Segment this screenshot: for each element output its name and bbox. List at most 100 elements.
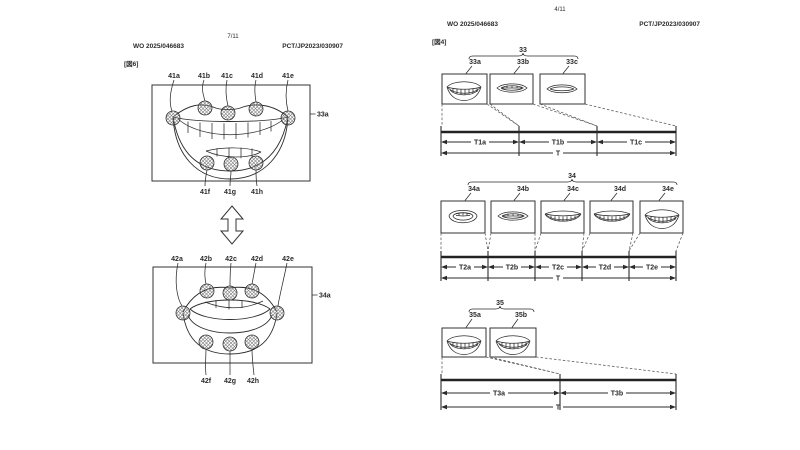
group-ref-label: 33 [519, 47, 527, 54]
right-page-number: 4/11 [554, 7, 566, 13]
timeline-ticks [440, 251, 677, 281]
point-label: 41c [221, 73, 233, 80]
feature-points-41 [165, 100, 296, 172]
group-brace [468, 305, 535, 313]
feature-point-42g [222, 336, 238, 352]
interval-label: T1a [474, 140, 486, 147]
frame-label: 34e [662, 186, 674, 193]
sequence-group-35: 35 35a 35b T3a T3b T [440, 300, 677, 412]
point-label: 42d [251, 256, 263, 263]
feature-point-42f [198, 334, 214, 350]
group-ref-label: 35 [496, 300, 504, 307]
feature-point-41f [199, 155, 215, 171]
frame-box [441, 73, 488, 105]
right-page: 4/11 WO 2025/046683 PCT/JP2023/030907 [図… [432, 7, 700, 412]
frame-label: 35a [469, 312, 481, 319]
mouth-image [496, 83, 528, 93]
right-figure-label: [図4] [432, 37, 446, 46]
point-label: 41e [282, 73, 294, 80]
interval-label: T1c [630, 140, 642, 147]
mouth-image [644, 209, 680, 229]
left-page-number: 7/11 [227, 34, 239, 40]
interval-label: T3b [611, 391, 623, 398]
frame-label: 34c [567, 186, 579, 193]
point-label: 41h [251, 189, 263, 196]
mouth-image [544, 210, 582, 222]
frame-box [440, 200, 486, 234]
left-page: 7/11 WO 2025/046683 PCT/JP2023/030907 [図… [124, 34, 343, 385]
left-application-number: PCT/JP2023/030907 [282, 43, 343, 50]
frame-box-34a [152, 266, 313, 364]
feature-point-41e [280, 110, 296, 126]
frame-box [490, 200, 536, 234]
interval-arrowheads [441, 264, 676, 270]
mouth-image [593, 210, 631, 222]
frame-label-leaders [465, 65, 570, 74]
point-label: 41d [251, 73, 263, 80]
feature-point-41h [248, 155, 264, 171]
interval-label: T2e [646, 265, 658, 272]
frame-box [489, 327, 537, 358]
feature-point-42c [222, 285, 238, 301]
point-label: 42g [224, 378, 236, 385]
right-application-number: PCT/JP2023/030907 [639, 21, 700, 28]
point-label: 42e [282, 256, 294, 263]
frame-label-leaders [464, 192, 666, 201]
point-label: 42a [171, 256, 183, 263]
mouth-image [446, 81, 482, 101]
group-ref-label: 34 [568, 173, 576, 180]
mouth-image [546, 84, 578, 94]
frame-label: 34d [614, 186, 626, 193]
point-label: 41f [200, 189, 211, 196]
interval-label: T2a [459, 265, 471, 272]
timeline-ticks [440, 126, 677, 156]
interval-label: T1b [552, 140, 564, 147]
feature-point-41c [220, 105, 236, 121]
projection-lines [441, 356, 677, 375]
left-figure-label: [図6] [124, 59, 138, 68]
frame-box [489, 73, 534, 105]
feature-point-42a [175, 305, 191, 321]
feature-point-42h [244, 334, 260, 350]
frame-ref-label: 33a [317, 112, 329, 119]
frame-label: 33c [566, 59, 578, 66]
feature-point-41b [197, 100, 213, 116]
timeline-ticks [440, 374, 677, 410]
mouth-image [448, 210, 478, 224]
interval-label: T2b [506, 265, 518, 272]
point-label: 41b [198, 73, 210, 80]
feature-point-42b [199, 283, 215, 299]
right-publication-number: WO 2025/046683 [447, 21, 498, 28]
mouth-image [446, 335, 482, 355]
frame-label: 33a [469, 59, 481, 66]
point-leader-lines-41 [169, 79, 289, 187]
mouth-image [495, 335, 531, 355]
frame-box [589, 200, 634, 234]
interval-arrowheads [441, 390, 676, 396]
frame-label: 34a [468, 186, 480, 193]
feature-point-41d [248, 101, 264, 117]
frame-box [539, 73, 586, 105]
total-label: T [556, 151, 561, 158]
point-label: 42h [247, 378, 259, 385]
up-down-arrow-icon [219, 205, 245, 245]
group-brace [467, 178, 678, 186]
point-label: 42c [225, 256, 237, 263]
feature-point-42d [244, 283, 260, 299]
point-leader-lines-42 [175, 262, 288, 376]
mouth-image [497, 211, 529, 221]
point-label: 41a [168, 73, 180, 80]
interval-label: T2c [552, 265, 564, 272]
feature-point-41g [223, 156, 239, 172]
total-label: T [556, 276, 561, 283]
frame-box [639, 200, 684, 234]
feature-point-41a [165, 110, 181, 126]
interval-label: T3a [493, 391, 505, 398]
point-label: 41g [224, 189, 236, 196]
group-brace [468, 52, 579, 60]
frame-box [441, 327, 487, 358]
frame-ref-label: 34a [319, 293, 331, 300]
projection-lines [441, 103, 677, 127]
